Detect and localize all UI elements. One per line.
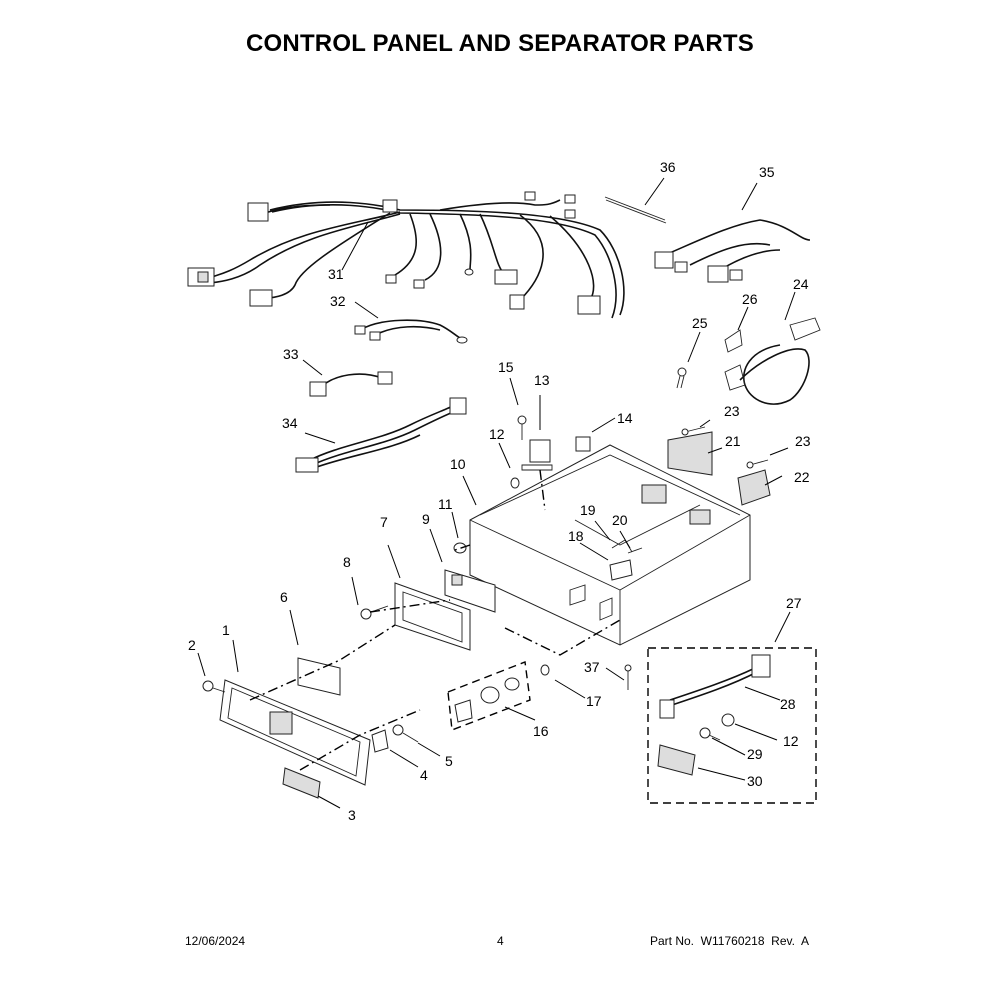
- callout-31: 31: [328, 266, 344, 282]
- screw-29: [699, 727, 721, 741]
- callout-14: 14: [617, 410, 633, 426]
- explode-line-f: [539, 469, 546, 511]
- wire-33: [309, 371, 393, 397]
- harness-32: [354, 319, 468, 344]
- explode-line-e: [454, 544, 471, 551]
- callout-16: 16: [533, 723, 549, 739]
- callout-19: 19: [580, 502, 596, 518]
- callout-5: 5: [445, 753, 453, 769]
- callout-4: 4: [420, 767, 428, 783]
- callout-22: 22: [794, 469, 810, 485]
- screw-15: [517, 415, 527, 440]
- callout-32: 32: [330, 293, 346, 309]
- harness-34: [295, 397, 467, 473]
- callout-12a: 12: [489, 426, 505, 442]
- separator-box-10: [469, 444, 751, 646]
- callout-34: 34: [282, 415, 298, 431]
- main-wire-harness: [187, 191, 625, 319]
- callout-36: 36: [660, 159, 676, 175]
- callout-15: 15: [498, 359, 514, 375]
- screw-23b: [746, 459, 769, 469]
- screw-25: [676, 367, 687, 389]
- callout-2: 2: [188, 637, 196, 653]
- harness-28: [659, 654, 771, 719]
- board-9: [444, 569, 496, 613]
- screw-20: [627, 547, 643, 554]
- callout-13: 13: [534, 372, 550, 388]
- spacer-11: [453, 542, 467, 554]
- callout-25: 25: [692, 315, 708, 331]
- explode-line-a: [249, 624, 396, 701]
- callout-8: 8: [343, 554, 351, 570]
- callout-12b: 12: [783, 733, 799, 749]
- cord-24: [724, 317, 821, 405]
- page-title: CONTROL PANEL AND SEPARATOR PARTS: [246, 30, 754, 57]
- switch-18: [609, 559, 633, 581]
- explode-line-c: [369, 599, 451, 613]
- callout-37: 37: [584, 659, 600, 675]
- screw-8: [360, 605, 389, 620]
- callout-1: 1: [222, 622, 230, 638]
- lens-6: [297, 657, 341, 696]
- callout-30: 30: [747, 773, 763, 789]
- callout-9: 9: [422, 511, 430, 527]
- screw-23a: [681, 426, 706, 436]
- clip-26: [724, 329, 743, 353]
- bracket-13: [521, 439, 553, 471]
- connector-14: [575, 436, 591, 452]
- callout-17: 17: [586, 693, 602, 709]
- cover-21: [667, 431, 713, 476]
- screw-2: [202, 680, 226, 693]
- washer-17: [540, 664, 550, 676]
- callout-33: 33: [283, 346, 299, 362]
- callout-11: 11: [438, 496, 453, 512]
- switch-16: [454, 677, 520, 723]
- callout-23b: 23: [795, 433, 811, 449]
- explode-line-b: [299, 709, 421, 771]
- screw-5: [392, 724, 419, 743]
- tie-36: [604, 196, 667, 224]
- board-22: [737, 469, 771, 506]
- callout-27: 27: [786, 595, 802, 611]
- callout-20: 20: [612, 512, 628, 528]
- callout-6: 6: [280, 589, 288, 605]
- overlay-3: [282, 767, 321, 799]
- bracket-4: [371, 729, 389, 753]
- footer-part-number: Part No. W11760218 Rev. A: [650, 934, 809, 948]
- callout-7: 7: [380, 514, 388, 530]
- bushing-12: [510, 477, 520, 489]
- group-box-16: [447, 661, 531, 731]
- callout-26: 26: [742, 291, 758, 307]
- callout-18: 18: [568, 528, 584, 544]
- callout-24: 24: [793, 276, 809, 292]
- callout-23a: 23: [724, 403, 740, 419]
- handle-30: [657, 744, 696, 776]
- footer-page-number: 4: [497, 934, 504, 948]
- leader-lines: [197, 177, 796, 809]
- screw-37: [624, 664, 632, 690]
- callout-29: 29: [747, 746, 763, 762]
- callout-35: 35: [759, 164, 775, 180]
- group-box-27: [647, 647, 817, 804]
- callout-3: 3: [348, 807, 356, 823]
- explode-line-d: [504, 619, 621, 656]
- callout-21: 21: [725, 433, 741, 449]
- callout-28: 28: [780, 696, 796, 712]
- footer-date: 12/06/2024: [185, 934, 246, 948]
- callout-labels: 1 2 3 4 5 6 7 8 9 10 11 12 12 13 14 15 1…: [188, 159, 811, 823]
- bushing-12b: [721, 713, 735, 727]
- callout-10: 10: [450, 456, 466, 472]
- harness-35: [654, 219, 811, 283]
- console-panel-1: [219, 679, 371, 786]
